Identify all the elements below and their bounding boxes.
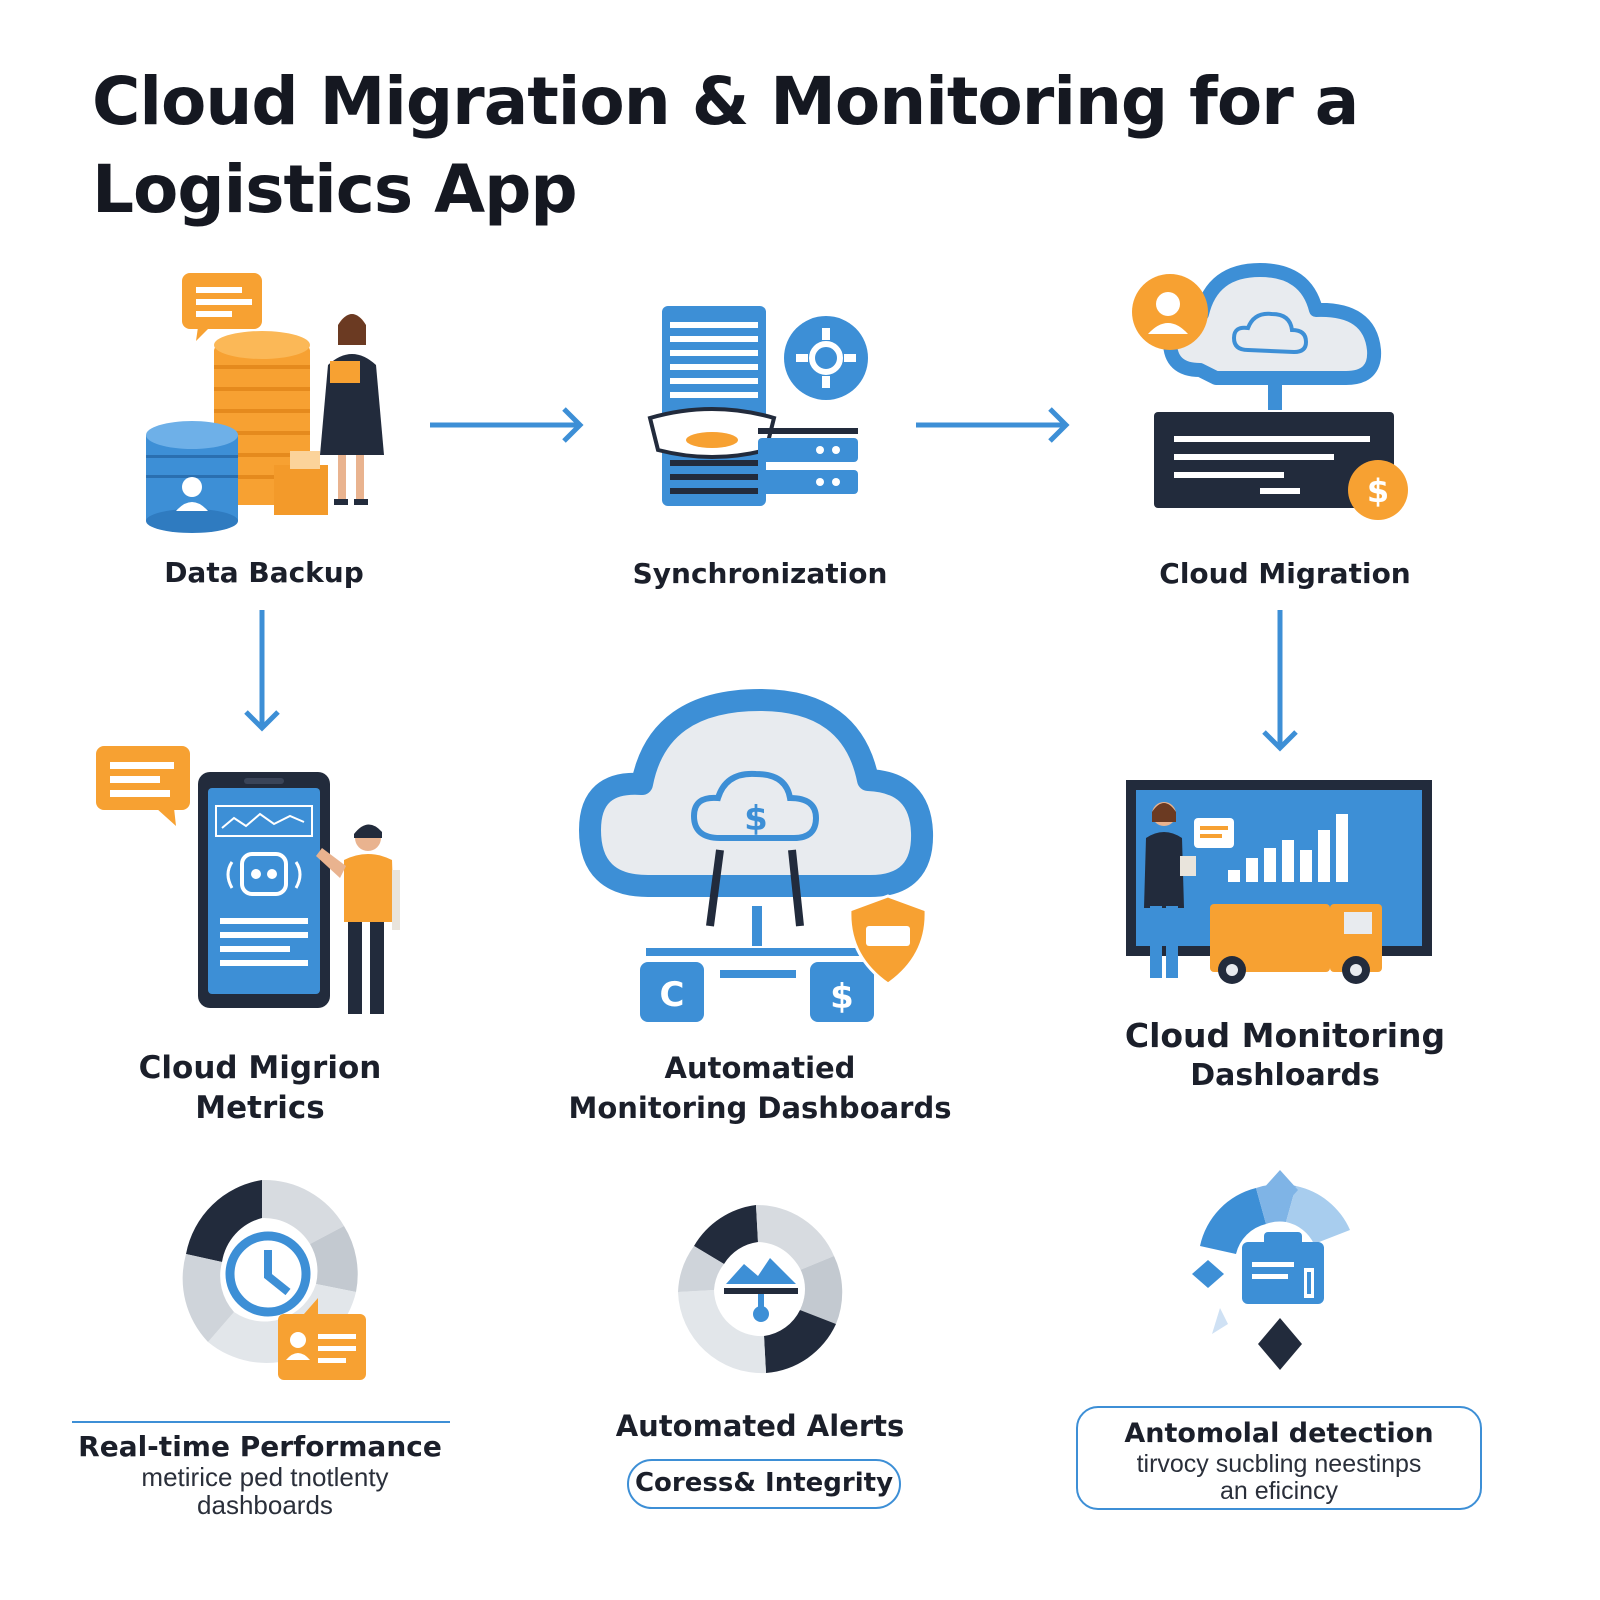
rack-icon bbox=[758, 428, 858, 494]
synchronization-illustration bbox=[647, 306, 868, 506]
svg-text:C: C bbox=[660, 975, 685, 1015]
svg-text:$: $ bbox=[1367, 472, 1389, 510]
diamond-icon bbox=[1192, 1170, 1302, 1370]
cloud-migration-label: Cloud Migration bbox=[1159, 557, 1411, 590]
automated-monitoring-line-1: Automatied bbox=[664, 1051, 856, 1085]
cloud-monitoring-label: Cloud Monitoring Dashloards bbox=[1120, 1016, 1450, 1096]
anomaly-detection-illustration bbox=[1192, 1170, 1350, 1370]
chat-bubble-icon bbox=[182, 273, 262, 341]
automated-monitoring-line-2: Monitoring Dashboards bbox=[568, 1091, 952, 1125]
cloud-icon: $ bbox=[579, 689, 934, 946]
automated-monitoring-illustration: $ C $ bbox=[579, 689, 934, 1022]
gear-icon bbox=[784, 316, 868, 400]
shield-icon bbox=[848, 894, 928, 986]
svg-text:$: $ bbox=[744, 799, 768, 839]
clock-icon bbox=[225, 1231, 311, 1317]
dollar-icon: $ bbox=[1348, 460, 1408, 520]
briefcase-icon bbox=[1242, 1232, 1324, 1304]
svg-text:$: $ bbox=[830, 977, 854, 1017]
alert-icon bbox=[717, 1245, 805, 1333]
person-icon bbox=[320, 314, 384, 505]
arrow-backup-to-sync bbox=[430, 407, 584, 443]
realtime-performance-illustration bbox=[182, 1179, 366, 1380]
person-icon bbox=[1132, 274, 1208, 350]
arrow-sync-to-migration bbox=[916, 407, 1070, 443]
cloud-monitoring-illustration bbox=[1126, 780, 1432, 984]
anomaly-detection-title: Antomolal detection bbox=[1124, 1418, 1434, 1449]
data-backup-illustration bbox=[146, 273, 384, 533]
truck-icon bbox=[1210, 904, 1382, 984]
metrics-label-line-1: Cloud Migrion bbox=[138, 1050, 382, 1086]
title-line-1: Cloud Migration & Monitoring for a bbox=[92, 63, 1359, 140]
database-icon bbox=[146, 421, 238, 533]
server-icon bbox=[647, 306, 777, 506]
realtime-subtitle: metirice ped tnotlenty dashboards bbox=[80, 1463, 450, 1519]
network-icon: C $ bbox=[640, 948, 874, 1022]
donut-ring bbox=[678, 1204, 843, 1374]
data-backup-label: Data Backup bbox=[164, 556, 364, 589]
person-icon bbox=[316, 824, 400, 1014]
phone-icon bbox=[198, 772, 330, 1008]
cloud-monitoring-line-2: Dashloards bbox=[1190, 1058, 1380, 1093]
chat-bubble-icon bbox=[96, 746, 190, 826]
realtime-title: Real-time Performance bbox=[78, 1430, 442, 1463]
automated-monitoring-label: Automatied Monitoring Dashboards bbox=[560, 1048, 960, 1128]
automated-alerts-title: Automated Alerts bbox=[615, 1409, 905, 1443]
box-icon bbox=[274, 451, 328, 515]
chat-bubble-icon bbox=[1194, 818, 1234, 848]
monitor-icon bbox=[1154, 412, 1394, 508]
person-icon bbox=[1144, 802, 1196, 978]
synchronization-label: Synchronization bbox=[632, 557, 888, 590]
realtime-underline bbox=[72, 1421, 450, 1423]
metrics-illustration bbox=[96, 746, 400, 1014]
metrics-label: Cloud Migrion Metrics bbox=[110, 1048, 410, 1128]
cloud-migration-illustration: $ bbox=[1132, 263, 1408, 520]
title-line-2: Logistics App bbox=[92, 151, 578, 228]
cloud-monitoring-line-1: Cloud Monitoring bbox=[1124, 1016, 1446, 1055]
realtime-subtitle-line-2: dashboards bbox=[197, 1490, 333, 1520]
coress-integrity-pill: Coress& Integrity bbox=[627, 1459, 901, 1509]
anomaly-detection-line-2: an eficincy bbox=[1219, 1477, 1339, 1505]
arrow-backup-to-metrics bbox=[244, 610, 280, 732]
coress-integrity-label: Coress& Integrity bbox=[634, 1468, 894, 1498]
page-title: Cloud Migration & Monitoring for a Logis… bbox=[92, 58, 1392, 234]
id-card-icon bbox=[278, 1298, 366, 1380]
anomaly-detection-line-1: tirvocy sucbling neestinps bbox=[1136, 1450, 1422, 1478]
metrics-label-line-2: Metrics bbox=[195, 1090, 325, 1126]
realtime-subtitle-line-1: metirice ped tnotlenty bbox=[141, 1462, 389, 1492]
arrow-migration-to-monitoring bbox=[1262, 610, 1298, 752]
anomaly-detection-box: Antomolal detection tirvocy sucbling nee… bbox=[1076, 1406, 1482, 1510]
bar-chart-icon bbox=[1228, 814, 1348, 882]
automated-alerts-illustration bbox=[678, 1204, 843, 1374]
